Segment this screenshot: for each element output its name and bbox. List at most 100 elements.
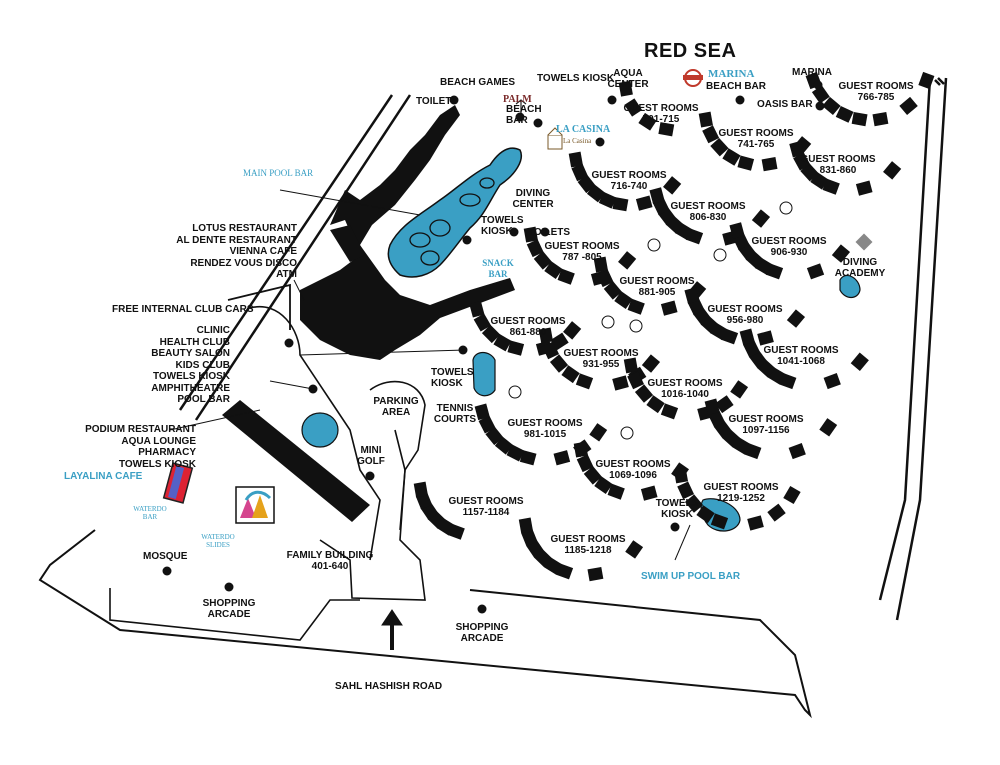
podium-building xyxy=(222,400,370,522)
guest-room-block xyxy=(561,365,580,384)
guest-room-block xyxy=(883,161,902,180)
guest-room-block xyxy=(544,261,563,279)
guest-room-block xyxy=(684,287,700,304)
guest-room-block xyxy=(677,481,695,500)
guest-room-block xyxy=(739,328,755,346)
hotel-logo-palm xyxy=(515,99,527,115)
guest-room-block xyxy=(729,222,745,239)
leader-line xyxy=(299,349,466,356)
guest-room-block xyxy=(660,300,678,316)
hotel-logo-marina xyxy=(683,69,703,87)
guest-room-block xyxy=(696,505,715,524)
facility-dot xyxy=(540,227,550,237)
towels-kiosk-label: TOWELS KIOSK xyxy=(537,73,615,84)
main-pool-bar-label: MAIN POOL BAR xyxy=(243,168,314,178)
guest-room-block xyxy=(538,327,554,344)
guest-room-block xyxy=(806,263,825,280)
diving-academy-icon xyxy=(855,233,873,251)
guest-room-block xyxy=(646,395,665,414)
la-casina-logo-text: La Casina xyxy=(563,137,592,145)
hotel-logo-la-casina xyxy=(547,127,563,150)
facility-dots xyxy=(162,80,825,614)
guest-room-block xyxy=(506,444,525,462)
swim-up-pool-bar-label: SWIM UP POOL BAR xyxy=(641,571,741,582)
guest-room-block xyxy=(851,111,868,127)
guest-room-block xyxy=(767,503,786,522)
facility-dot xyxy=(224,582,234,592)
guest-room-block xyxy=(751,209,771,228)
guest-room-block xyxy=(553,450,571,466)
open-circle xyxy=(647,238,661,252)
guest-room-block xyxy=(493,333,512,352)
guest-room-block xyxy=(635,195,653,211)
guest-room-block xyxy=(786,309,806,328)
guest-room-block xyxy=(612,197,629,212)
facility-dot xyxy=(449,95,459,105)
leader-line xyxy=(279,189,421,216)
guest-room-block xyxy=(855,180,873,196)
boundary-lines xyxy=(178,77,948,621)
guest-room-block xyxy=(485,426,504,446)
facility-dot xyxy=(607,95,617,105)
open-circle xyxy=(620,426,634,440)
guest-room-block xyxy=(494,436,514,455)
facility-dot xyxy=(509,227,519,237)
open-circle xyxy=(601,315,615,329)
guest-room-block xyxy=(823,373,841,390)
guest-room-block xyxy=(663,176,682,195)
guest-room-block xyxy=(788,443,806,460)
guest-room-block xyxy=(704,398,720,416)
facility-dot xyxy=(815,101,825,111)
guest-room-block xyxy=(811,85,830,104)
bottom-road xyxy=(109,588,360,641)
facility-dot xyxy=(595,137,605,147)
guest-room-block xyxy=(607,483,625,500)
podium-outline xyxy=(227,283,291,330)
facility-dot xyxy=(162,566,172,576)
guest-room-block xyxy=(614,291,633,309)
guest-room-block xyxy=(523,226,538,243)
open-circle xyxy=(713,248,727,262)
guest-room-block xyxy=(413,481,428,498)
marina-beach-bar-label: BEACH BAR xyxy=(706,81,766,92)
guest-room-block xyxy=(594,476,613,494)
guest-room-block xyxy=(822,178,840,195)
guest-room-block xyxy=(684,494,704,513)
waterdo-slides-logo xyxy=(235,486,275,524)
guest-room-block xyxy=(593,256,608,273)
marina-logo-text: MARINA xyxy=(708,68,755,80)
site-outline xyxy=(38,529,812,719)
guest-room-block xyxy=(831,244,851,263)
facility-dot xyxy=(365,471,375,481)
facility-dot xyxy=(813,80,823,90)
guest-room-block xyxy=(793,152,811,171)
leader-lines xyxy=(169,189,691,561)
guest-room-block xyxy=(918,71,935,90)
guest-room-block xyxy=(627,298,645,315)
facility-dot xyxy=(533,118,543,128)
la-casina-label: LA CASINA xyxy=(556,124,611,135)
road-label: SAHL HASHISH ROAD xyxy=(335,681,443,692)
guest-room-block xyxy=(660,403,679,420)
open-dots xyxy=(508,201,793,440)
guest-room-block xyxy=(612,375,629,391)
guest-room-block xyxy=(747,515,764,531)
marina-label: MARINA xyxy=(792,67,832,78)
facility-dot xyxy=(462,235,472,245)
guest-room-blocks xyxy=(413,71,935,582)
